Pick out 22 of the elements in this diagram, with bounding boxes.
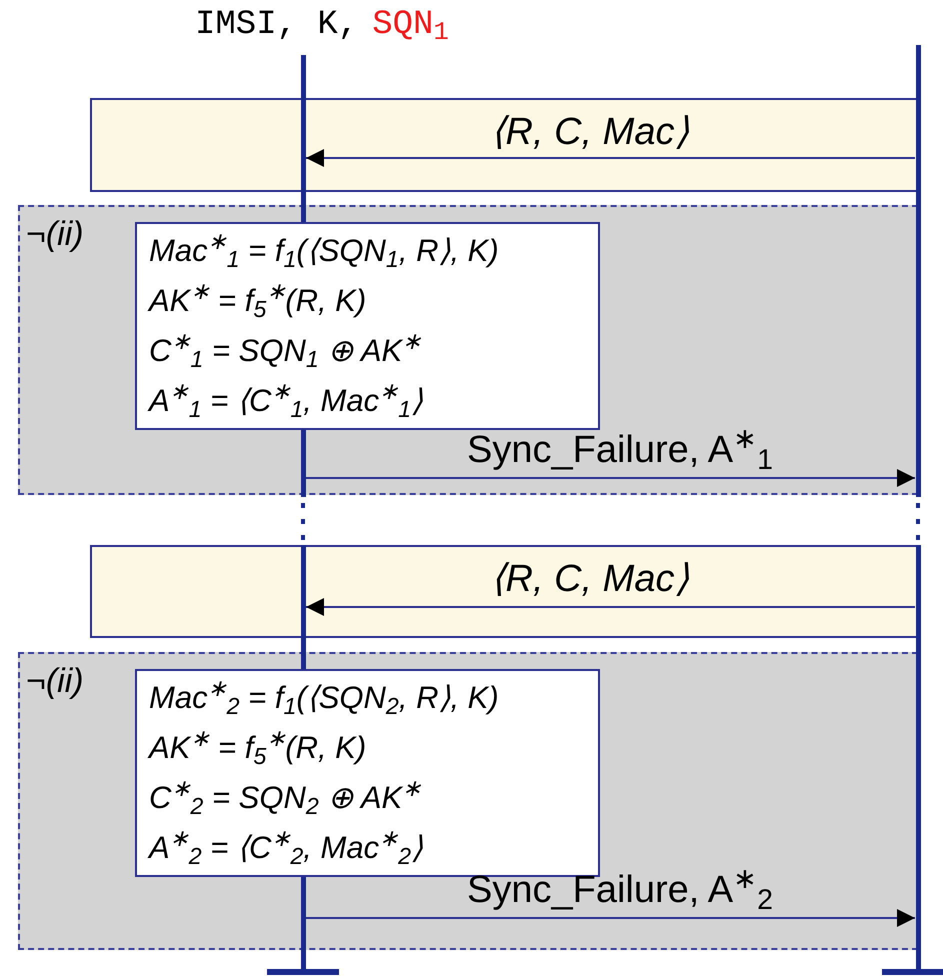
equation: A$^{∗}$$_{2}$ = ⟨C$^{∗}$$_{2}$, Mac$^{∗}$$_{2}$⟩	[149, 825, 424, 871]
equation-box	[135, 222, 600, 430]
condition-region	[18, 652, 918, 950]
message-arrow	[306, 469, 915, 487]
equation: Mac$^{∗}$$_{1}$ = f$_{1}$(⟨SQN$_{1}$, R⟩, K)	[149, 228, 500, 274]
equation: A$^{∗}$$_{1}$ = ⟨C$^{∗}$$_{1}$, Mac$^{∗}$$_{1}$⟩	[149, 378, 424, 424]
equation: Mac$^{∗}$$_{2}$ = f$_{1}$(⟨SQN$_{2}$, R⟩, K)	[149, 675, 500, 721]
message-arrow	[306, 598, 915, 616]
equation: AK$^{∗}$ = f$_{5}$$^{∗}$(R, K)	[149, 278, 368, 324]
message-label: ⟨R, C, Mac⟩	[490, 110, 690, 154]
message-arrow	[306, 909, 915, 927]
equation: C$^{∗}$$_{2}$ = SQN$_{2}$ ⊕ AK$^{∗}$	[149, 775, 422, 821]
equation: C$^{∗}$$_{1}$ = SQN$_{1}$ ⊕ AK$^{∗}$	[149, 328, 422, 374]
message-label: ⟨R, C, Mac⟩	[490, 557, 690, 601]
lifeline	[916, 45, 920, 970]
equation: AK$^{∗}$ = f$_{5}$$^{∗}$(R, K)	[149, 725, 368, 771]
condition-label: ¬(ii)	[26, 217, 84, 251]
condition-region	[18, 205, 918, 495]
message-arrow	[306, 149, 915, 167]
condition-label: ¬(ii)	[26, 664, 84, 698]
identifier-label: IMSI, K,	[195, 8, 358, 42]
identifier-label: SQN$_{1}$	[372, 8, 449, 42]
